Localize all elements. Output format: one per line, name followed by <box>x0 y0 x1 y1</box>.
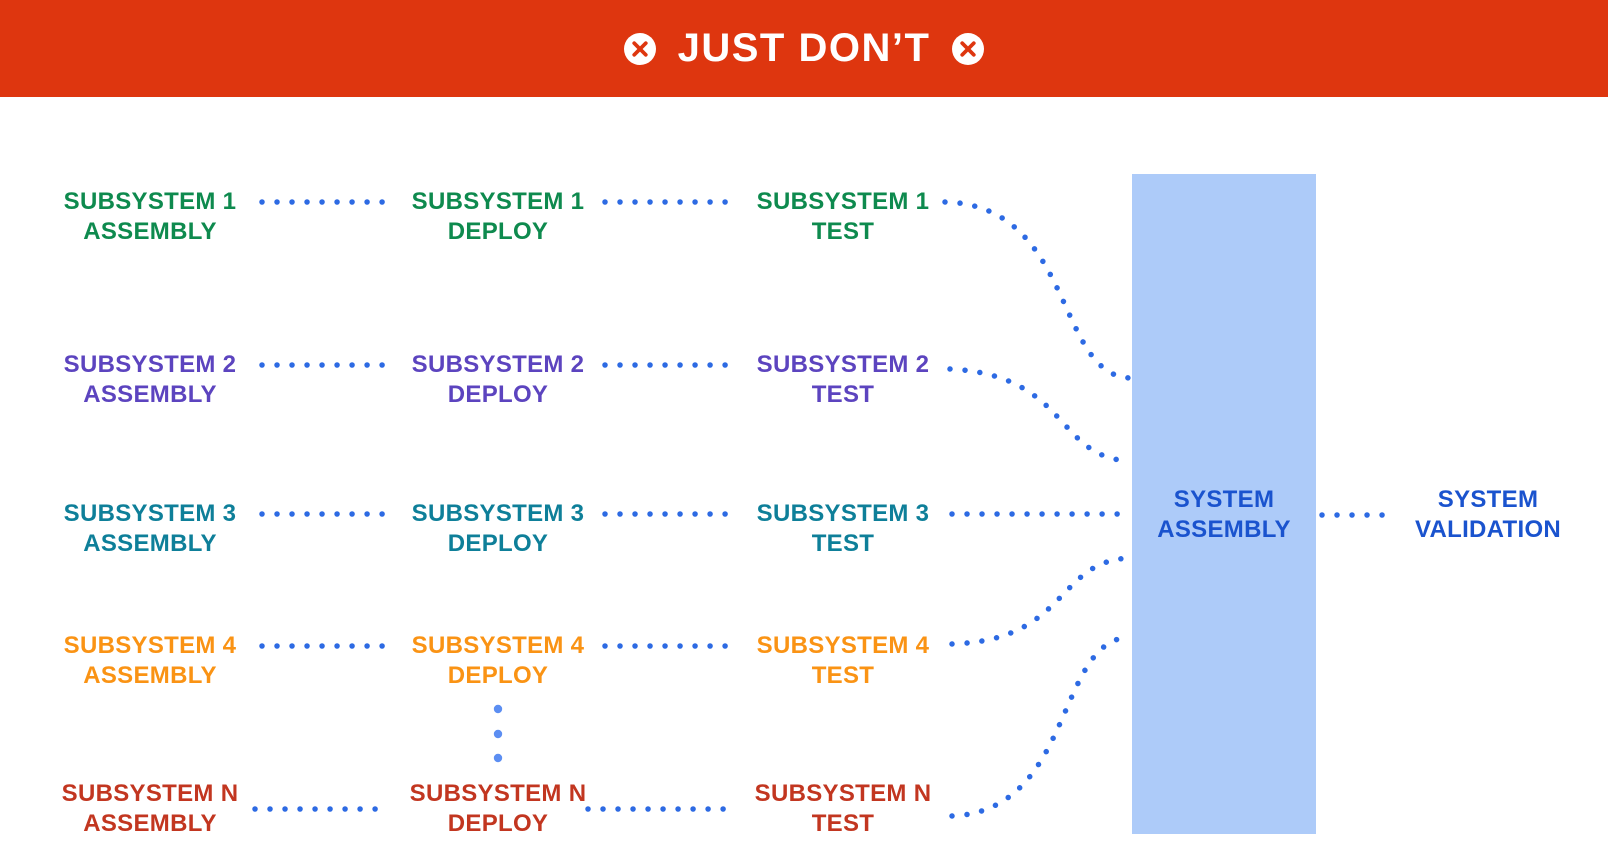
subsystem-4-assembly-label: SUBSYSTEM 4 ASSEMBLY <box>64 631 237 691</box>
banner: JUST DON’T <box>0 0 1608 97</box>
stage-name: DEPLOY <box>447 530 549 557</box>
stage-name: DEPLOY <box>447 381 549 408</box>
system-assembly-label: SYSTEM ASSEMBLY <box>1157 485 1291 545</box>
subsystem-4-test-label: SUBSYSTEM 4 TEST <box>757 631 930 691</box>
system-assembly-box <box>1132 174 1316 834</box>
subsystem-2-test-label: SUBSYSTEM 2 TEST <box>757 350 930 410</box>
stage-name: DEPLOY <box>447 662 549 689</box>
subsystem-n-deploy-label: SUBSYSTEM N DEPLOY <box>410 779 587 839</box>
subsystem-name: SUBSYSTEM 3 <box>63 500 237 527</box>
subsystem-n-assembly-label: SUBSYSTEM N ASSEMBLY <box>62 779 239 839</box>
subsystem-3-deploy-label: SUBSYSTEM 3 DEPLOY <box>412 499 585 559</box>
subsystem-name: SUBSYSTEM 4 <box>756 632 930 659</box>
x-circle-icon <box>623 32 656 65</box>
system-validation-label: SYSTEM VALIDATION <box>1415 485 1561 545</box>
ellipsis-dot <box>493 704 503 714</box>
x-circle-icon <box>952 32 985 65</box>
subsystem-name: SUBSYSTEM 1 <box>63 188 237 215</box>
system-validation-line1: SYSTEM <box>1437 486 1539 513</box>
pipeline-diagram: SUBSYSTEM 1 ASSEMBLY SUBSYSTEM 1 DEPLOY … <box>0 97 1608 846</box>
stage-name: ASSEMBLY <box>83 810 217 837</box>
subsystem-name: SUBSYSTEM 2 <box>756 351 930 378</box>
subsystem-1-deploy-label: SUBSYSTEM 1 DEPLOY <box>412 187 585 247</box>
stage-name: DEPLOY <box>447 218 549 245</box>
connector-row2-test-systemassembly <box>947 366 1133 464</box>
connector-lines <box>252 199 1395 819</box>
system-assembly-line1: SYSTEM <box>1173 486 1275 513</box>
stage-name: TEST <box>811 218 875 245</box>
subsystem-name: SUBSYSTEM 3 <box>411 500 585 527</box>
connector-row4-test-systemassembly <box>949 555 1133 647</box>
stage-name: ASSEMBLY <box>83 381 217 408</box>
connector-rowN-test-systemassembly <box>949 634 1133 819</box>
subsystem-name: SUBSYSTEM N <box>61 780 239 807</box>
system-assembly-line2: ASSEMBLY <box>1157 516 1291 543</box>
ellipsis-dot <box>493 729 503 739</box>
stage-name: ASSEMBLY <box>83 662 217 689</box>
subsystem-3-test-label: SUBSYSTEM 3 TEST <box>757 499 930 559</box>
subsystem-name: SUBSYSTEM 4 <box>63 632 237 659</box>
connector-row1-test-systemassembly <box>942 199 1133 381</box>
subsystem-name: SUBSYSTEM N <box>409 780 587 807</box>
stage-name: TEST <box>811 810 875 837</box>
banner-title: JUST DON’T <box>677 26 931 70</box>
subsystem-3-assembly-label: SUBSYSTEM 3 ASSEMBLY <box>64 499 237 559</box>
subsystem-name: SUBSYSTEM 2 <box>63 351 237 378</box>
subsystem-2-deploy-label: SUBSYSTEM 2 DEPLOY <box>412 350 585 410</box>
ellipsis-dot <box>493 753 503 763</box>
subsystem-n-test-label: SUBSYSTEM N TEST <box>755 779 932 839</box>
stage-name: TEST <box>811 381 875 408</box>
subsystem-1-test-label: SUBSYSTEM 1 TEST <box>757 187 930 247</box>
subsystem-4-deploy-label: SUBSYSTEM 4 DEPLOY <box>412 631 585 691</box>
subsystem-2-assembly-label: SUBSYSTEM 2 ASSEMBLY <box>64 350 237 410</box>
subsystem-name: SUBSYSTEM 4 <box>411 632 585 659</box>
subsystem-name: SUBSYSTEM 2 <box>411 351 585 378</box>
system-validation-line2: VALIDATION <box>1414 516 1562 543</box>
stage-name: TEST <box>811 662 875 689</box>
subsystem-name: SUBSYSTEM 1 <box>411 188 585 215</box>
stage-name: DEPLOY <box>447 810 549 837</box>
subsystem-1-assembly-label: SUBSYSTEM 1 ASSEMBLY <box>64 187 237 247</box>
subsystem-name: SUBSYSTEM 1 <box>756 188 930 215</box>
subsystem-name: SUBSYSTEM 3 <box>756 500 930 527</box>
stage-name: ASSEMBLY <box>83 530 217 557</box>
stage-name: TEST <box>811 530 875 557</box>
subsystem-name: SUBSYSTEM N <box>754 780 932 807</box>
stage-name: ASSEMBLY <box>83 218 217 245</box>
